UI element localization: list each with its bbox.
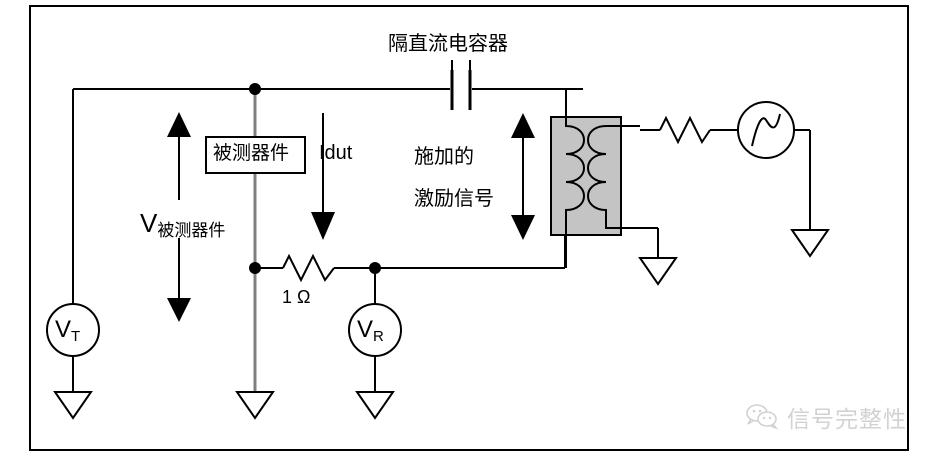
vt-label-sub: T xyxy=(71,328,81,345)
dc-blocking-capacitor xyxy=(450,70,472,110)
vdut-dimension-arrow xyxy=(167,112,191,322)
resistor-value-label: 1 Ω xyxy=(282,287,311,307)
dut-box-label: 被测器件 xyxy=(213,142,290,164)
diagram-border xyxy=(29,5,909,451)
vr-label-sub: R xyxy=(373,328,384,345)
current-arrow-idut xyxy=(311,113,335,240)
wechat-icon xyxy=(746,404,779,430)
source-series-resistor xyxy=(659,115,711,145)
ground-dut xyxy=(235,391,275,420)
vdut-label: V 被测器件 xyxy=(140,208,226,241)
ground-vt xyxy=(53,391,93,420)
watermark: 信号完整性 xyxy=(745,400,907,434)
transformer xyxy=(550,89,640,247)
vdut-label-main: V xyxy=(140,208,158,238)
current-label-idut: Idut xyxy=(319,142,353,164)
sense-resistor xyxy=(282,253,335,283)
title-leader-ticks xyxy=(451,60,471,70)
voltmeter-vt xyxy=(46,303,100,392)
vdut-label-sub: 被测器件 xyxy=(157,221,226,241)
transformer-secondary-coil xyxy=(587,125,640,229)
device-under-test xyxy=(205,136,306,174)
ground-transformer xyxy=(638,257,678,286)
excitation-label-line2: 激励信号 xyxy=(414,186,494,210)
vr-label-main: V xyxy=(357,316,374,343)
excitation-label-line1: 施加的 xyxy=(414,144,474,168)
ground-vr xyxy=(355,391,395,420)
voltmeter-vr xyxy=(348,303,402,392)
diagram-title: 隔直流电容器 xyxy=(388,31,508,55)
ac-source xyxy=(737,101,795,159)
transformer-primary-coil xyxy=(565,89,585,247)
excitation-dimension-arrow xyxy=(511,113,535,240)
junction-dot-top xyxy=(249,83,261,95)
voltmeter-vt-label: V T xyxy=(55,316,81,345)
vt-label-main: V xyxy=(55,316,72,343)
watermark-text: 信号完整性 xyxy=(787,407,907,433)
ground-source xyxy=(790,229,830,258)
sine-wave-icon xyxy=(751,113,781,147)
voltmeter-vr-label: V R xyxy=(357,316,384,345)
